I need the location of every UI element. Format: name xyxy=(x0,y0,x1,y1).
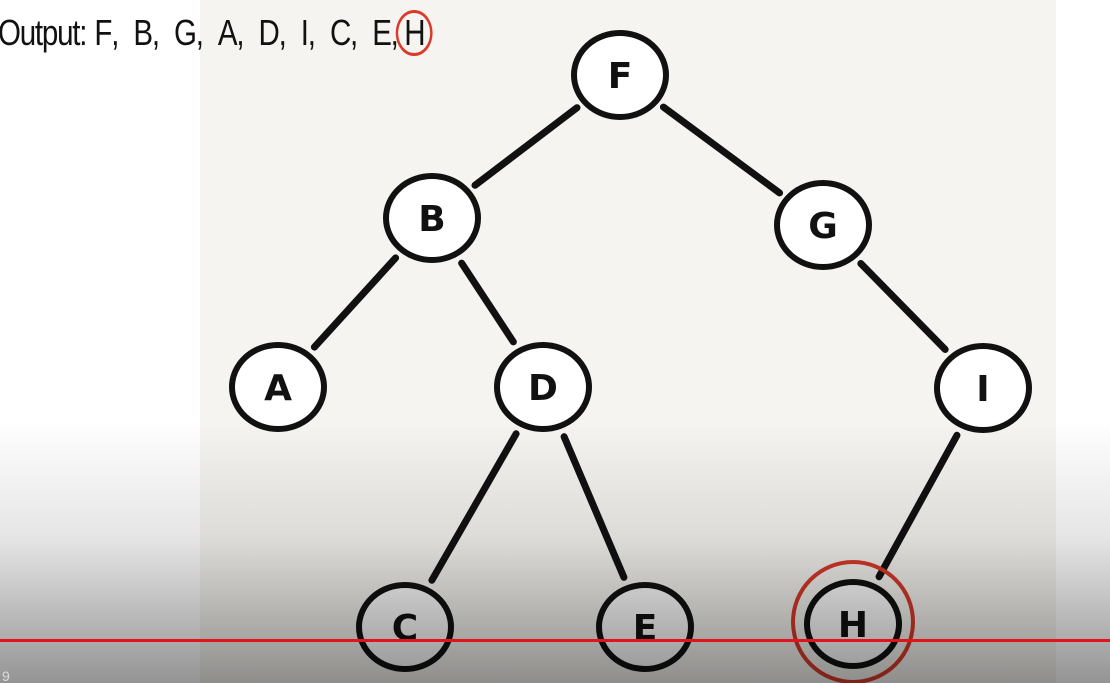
output-separator: , xyxy=(111,12,119,53)
tree-edge-I-H xyxy=(875,431,961,581)
player-corner-text: 9 xyxy=(2,668,10,683)
tree-node-C: C xyxy=(356,582,454,672)
tree-node-label: E xyxy=(633,608,658,649)
output-item: A xyxy=(217,12,238,53)
tree-node-label: D xyxy=(528,368,558,409)
tree-node-A: A xyxy=(229,342,327,432)
output-item: D xyxy=(258,12,280,53)
tree-node-D: D xyxy=(494,342,592,432)
tree-node-label: A xyxy=(264,368,292,409)
output-separator: , xyxy=(307,12,316,53)
output-item: C xyxy=(329,12,351,53)
tree-node-B: B xyxy=(383,173,481,263)
output-separator: , xyxy=(236,12,244,53)
output-separator: , xyxy=(151,12,160,53)
tree-edge-B-D xyxy=(458,259,517,346)
video-progress-bar[interactable] xyxy=(0,639,1110,642)
tree-node-label: B xyxy=(418,199,445,240)
highlight-ring xyxy=(791,560,915,683)
output-sequence: F, B, G, A, D, I, C, E,H xyxy=(94,10,433,56)
tree-edge-D-E xyxy=(560,433,628,581)
tree-node-I: I xyxy=(934,343,1032,433)
output-item: E xyxy=(372,12,392,53)
output-separator: , xyxy=(350,12,358,53)
tree-node-label: F xyxy=(608,56,633,97)
tree-node-circle xyxy=(229,342,327,432)
tree-node-circle xyxy=(774,180,872,270)
tree-edge-F-G xyxy=(659,103,784,197)
tree-node-circle xyxy=(494,342,592,432)
output-item: B xyxy=(133,12,153,53)
tree-node-label: C xyxy=(392,608,418,649)
tree-edge-D-C xyxy=(428,430,520,584)
output-separator: , xyxy=(278,12,287,53)
tree-node-circle xyxy=(571,30,669,120)
tree-node-circle xyxy=(804,579,902,669)
output-separator: , xyxy=(390,12,399,53)
output-item: F xyxy=(94,12,112,53)
tree-node-label: G xyxy=(808,206,838,247)
tree-node-circle xyxy=(934,343,1032,433)
output-item: I xyxy=(300,12,309,53)
tree-edge-B-A xyxy=(310,254,400,351)
output-line: Output: F, B, G, A, D, I, C, E,H xyxy=(0,8,433,58)
tree-node-label: I xyxy=(976,369,989,410)
tree-node-H: H xyxy=(804,579,902,669)
tree-node-circle xyxy=(383,173,481,263)
tree-node-E: E xyxy=(596,582,694,672)
tree-edge-F-B xyxy=(471,104,581,189)
tree-edge-G-I xyxy=(857,260,949,353)
tree-node-F: F xyxy=(571,30,669,120)
tree-node-circle xyxy=(356,582,454,672)
output-label: Output: xyxy=(0,12,87,53)
output-separator: , xyxy=(195,12,204,53)
tree-node-circle xyxy=(596,582,694,672)
output-item-highlighted: H xyxy=(396,10,433,56)
tree-node-G: G xyxy=(774,180,872,270)
output-item: G xyxy=(174,12,197,53)
